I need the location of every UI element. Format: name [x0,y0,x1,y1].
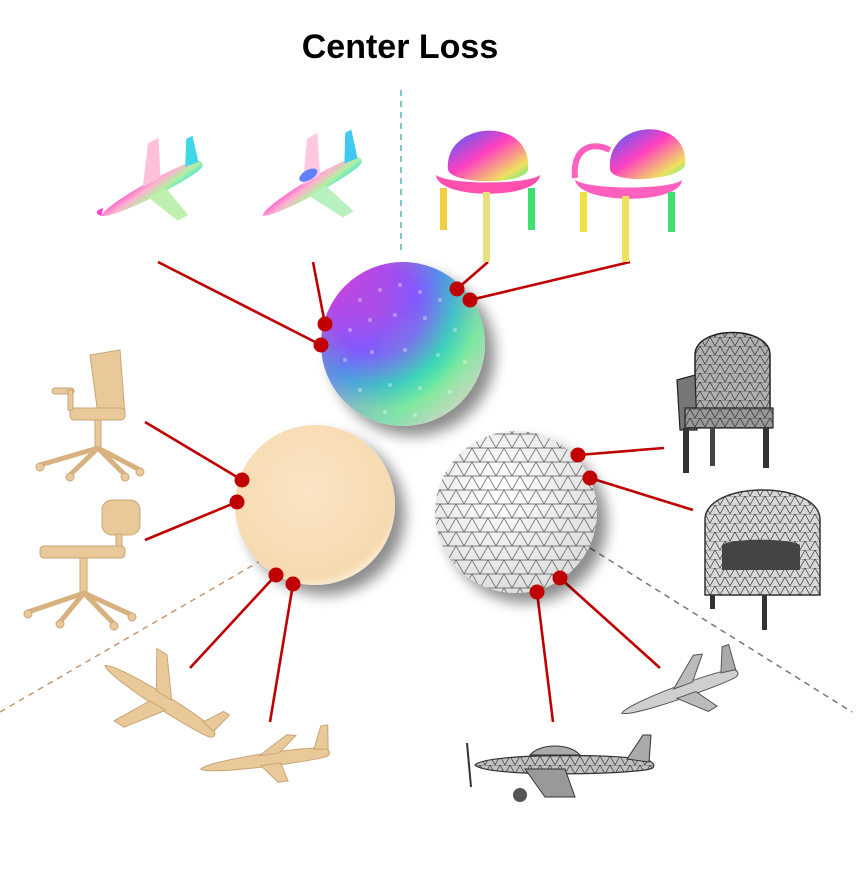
airplane-icon [262,129,362,218]
pointcloud-center-sphere [321,262,485,426]
chair-icon [436,130,540,262]
pointcloud-dots [343,283,467,417]
airplane-icon [104,647,231,738]
office-chair-icon [23,499,141,631]
fighter-plane-icon [466,734,655,802]
connectors [144,260,694,723]
voxel-center-sphere [235,425,395,585]
armchair-icon [704,489,821,630]
armchair-icon [676,331,774,473]
diagram-title: Center Loss [301,28,499,66]
office-chair-icon [35,349,145,482]
right-divider [589,547,853,713]
airplane-icon [620,643,739,714]
airplane-icon [96,135,203,221]
chair-icon [571,129,686,262]
airplane-icon [199,724,331,783]
endpoint-dots [229,281,598,600]
